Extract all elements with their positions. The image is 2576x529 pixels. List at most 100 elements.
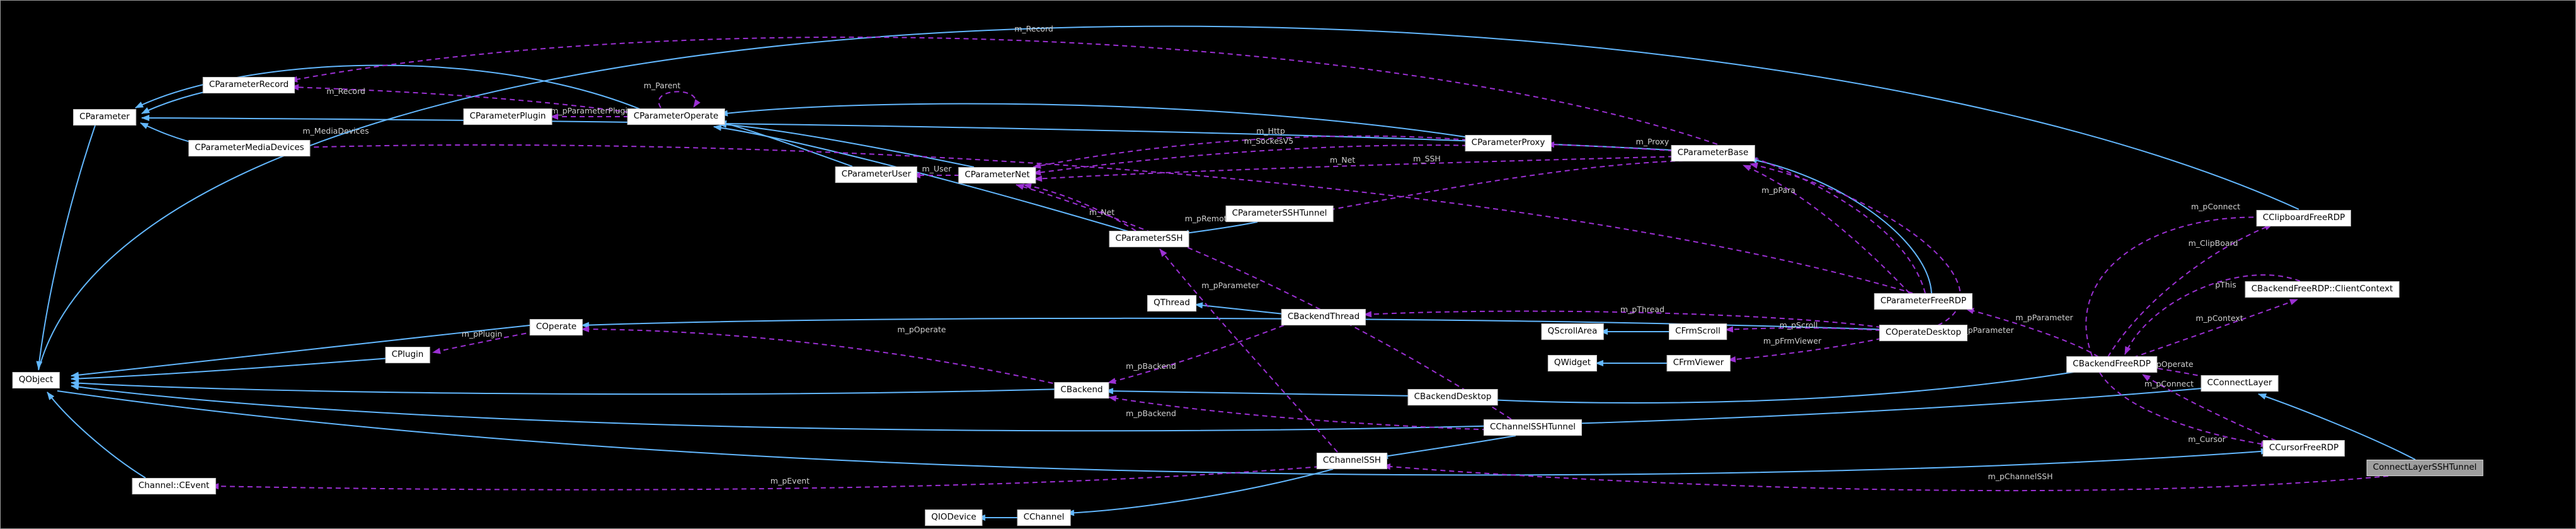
class-node-cplugin[interactable]: CPlugin <box>385 347 430 363</box>
edge-label: m_pBackend <box>1126 361 1176 371</box>
edge-member-premotenet <box>1016 183 1512 420</box>
edge-label: m_pConnect <box>2191 202 2240 211</box>
edge-label: m_Cursor <box>2188 434 2226 444</box>
edge-member-clipboard <box>2107 224 2273 358</box>
edge-inherit-parambase-parameter <box>141 115 1683 151</box>
class-node-cparameterrecord[interactable]: CParameterRecord <box>202 77 295 93</box>
edge-label: m_pOperate <box>897 325 946 334</box>
class-node-cbackendthread[interactable]: CBackendThread <box>1281 309 1366 325</box>
edge-member-cursor <box>2099 372 2269 448</box>
class-node-qscrollarea[interactable]: QScrollArea <box>1541 323 1604 340</box>
edge-label: m_Record <box>1014 24 1053 33</box>
class-node-cbackend[interactable]: CBackend <box>1054 382 1109 398</box>
edge-inherit-cconnectlayer-qobject <box>71 383 2217 432</box>
edge-inherit-cplugin-qobject <box>71 358 391 382</box>
edge-inherit-cevent-qobject <box>47 392 146 479</box>
edge-label: m_pParameterPlugin <box>551 106 633 115</box>
class-node-cbackendfreerdp[interactable]: CBackendFreeRDP <box>2066 356 2157 373</box>
class-node-channel-cevent[interactable]: Channel::CEvent <box>132 478 216 494</box>
edge-member-pconnect-cursor <box>2142 374 2277 441</box>
edge-label: m_Parent <box>644 81 681 90</box>
edge-inherit-cchannelssh-cchannel <box>1066 468 1334 516</box>
edge-label: m_pThread <box>1620 305 1664 314</box>
edge-label: m_Proxy <box>1636 137 1669 146</box>
class-node-cparametersshtunnel[interactable]: CParameterSSHTunnel <box>1225 206 1334 222</box>
edge-member-pbackend-2 <box>1108 395 1497 431</box>
class-node-ccursorfreerdp[interactable]: CCursorFreeRDP <box>2262 440 2345 456</box>
edge-inherit-paramnet-paramoperate <box>718 121 975 168</box>
edge-inherit-paramssh-paramoperate <box>713 124 1129 232</box>
edge-member-pchannelssh <box>1382 463 2389 492</box>
class-node-coperatedesktop[interactable]: COperateDesktop <box>1879 325 1968 341</box>
class-node-cparameter[interactable]: CParameter <box>73 109 136 125</box>
edge-inherit-paramfreerdp-parambase <box>1749 157 1932 294</box>
edge-label: m_ClipBoard <box>2189 238 2238 248</box>
edge-label: m_SSH <box>1413 154 1441 163</box>
edge-member-pcontext <box>2132 299 2298 358</box>
class-node-cparameterproxy[interactable]: CParameterProxy <box>1465 135 1552 151</box>
edge-inherit-paramuser-paramoperate <box>718 120 853 167</box>
class-node-cparameterssh[interactable]: CParameterSSH <box>1109 231 1189 247</box>
class-node-cparameterplugin[interactable]: CParameterPlugin <box>463 108 552 125</box>
class-node-cparametermediadevices[interactable]: CParameterMediaDevices <box>188 140 311 156</box>
edge-label: m_pPlugin <box>462 329 503 339</box>
class-node-cparameterbase[interactable]: CParameterBase <box>1671 145 1755 161</box>
class-node-qobject[interactable]: QObject <box>12 372 60 388</box>
edge-label: m_pScroll <box>1780 320 1818 330</box>
edge-member-record-2 <box>289 36 1926 294</box>
edge-label: m_pEvent <box>770 476 810 485</box>
class-node-cfrmscroll[interactable]: CFrmScroll <box>1669 323 1727 340</box>
class-node-cchannelsshtunnel[interactable]: CChannelSSHTunnel <box>1483 419 1583 436</box>
class-node-cchannel[interactable]: CChannel <box>1017 509 1071 526</box>
class-node-cparameteroperate[interactable]: CParameterOperate <box>627 108 725 125</box>
edge-member-sockesv5 <box>1033 144 1477 176</box>
edge-inherit-paramoperate-parameter <box>135 64 641 110</box>
edge-inherit-cbackendfreerdp-cbackenddesktop <box>1489 369 2087 404</box>
edge-inherit-cclipboardfreerdp-qobject <box>38 25 2299 371</box>
class-node-cclipboardfreerdp[interactable]: CClipboardFreeRDP <box>2256 210 2352 226</box>
edge-label: m_User <box>922 164 953 173</box>
edge-label: m_pChannelSSH <box>1988 472 2053 481</box>
class-node-cparameterfreerdp[interactable]: CParameterFreeRDP <box>1874 293 1973 310</box>
edge-label: m_pParameter <box>2015 313 2073 322</box>
edge-member-pparameter-ssh <box>1159 248 1338 453</box>
edge-member-proxy <box>1546 141 1683 152</box>
edge-inherit-connectlayersshtunnel-cconnectlayer <box>2258 393 2416 460</box>
edge-inherit-paramsshtunnel-paramssh <box>1181 221 1258 236</box>
edge-inherit-coperate-qobject <box>71 324 536 378</box>
edge-member-ssh <box>1321 160 1685 213</box>
edge-member-poperate-left <box>581 326 1062 386</box>
edge-label: m_pBackend <box>1126 409 1176 418</box>
class-node-cparameternet[interactable]: CParameterNet <box>958 167 1036 183</box>
edge-inherit-cchannelsshtunnel-cchannelssh <box>1380 435 1516 460</box>
edge-label: m_pContext <box>2195 313 2243 323</box>
class-node-cfrmviewer[interactable]: CFrmViewer <box>1666 355 1731 371</box>
edge-member-pthis <box>2124 274 2301 355</box>
edge-member-pplugin <box>432 331 535 354</box>
edge-member-pthread <box>1363 310 1891 329</box>
edge-member-pevent <box>210 465 1329 491</box>
edge-member-parent-selfloop <box>658 91 701 108</box>
class-node-cparameteruser[interactable]: CParameterUser <box>835 166 918 183</box>
edge-member-mediadevices <box>301 144 1913 294</box>
edge-inherit-parameter-qobject <box>36 125 96 369</box>
edge-label: m_pPara <box>1761 185 1795 195</box>
class-node-qiodevice[interactable]: QIODevice <box>925 509 983 526</box>
edge-label: m_MediaDevices <box>302 126 369 136</box>
class-node-qthread[interactable]: QThread <box>1147 295 1196 311</box>
class-node-cconnectlayer[interactable]: CConnectLayer <box>2201 375 2279 392</box>
edge-member-pfrmviewer <box>1727 336 1891 363</box>
edge-inherit-paramproxy-paramoperate <box>719 103 1478 139</box>
class-node-coperate[interactable]: COperate <box>529 319 583 335</box>
edge-label: m_Net <box>1089 207 1114 217</box>
edge-inherit-cbackend-qobject <box>71 380 1062 395</box>
edge-label: m_pParameter <box>1201 281 1259 290</box>
class-node-cchannelssh[interactable]: CChannelSSH <box>1316 453 1388 469</box>
edge-inherit-ccursorfreerdp-qobject <box>57 390 2269 476</box>
edge-member-net-base <box>1034 156 1683 182</box>
class-node-clientcontext[interactable]: CBackendFreeRDP::ClientContext <box>2245 281 2400 298</box>
class-node-qwidget[interactable]: QWidget <box>1547 355 1598 371</box>
class-node-cbackenddesktop[interactable]: CBackendDesktop <box>1407 389 1498 405</box>
